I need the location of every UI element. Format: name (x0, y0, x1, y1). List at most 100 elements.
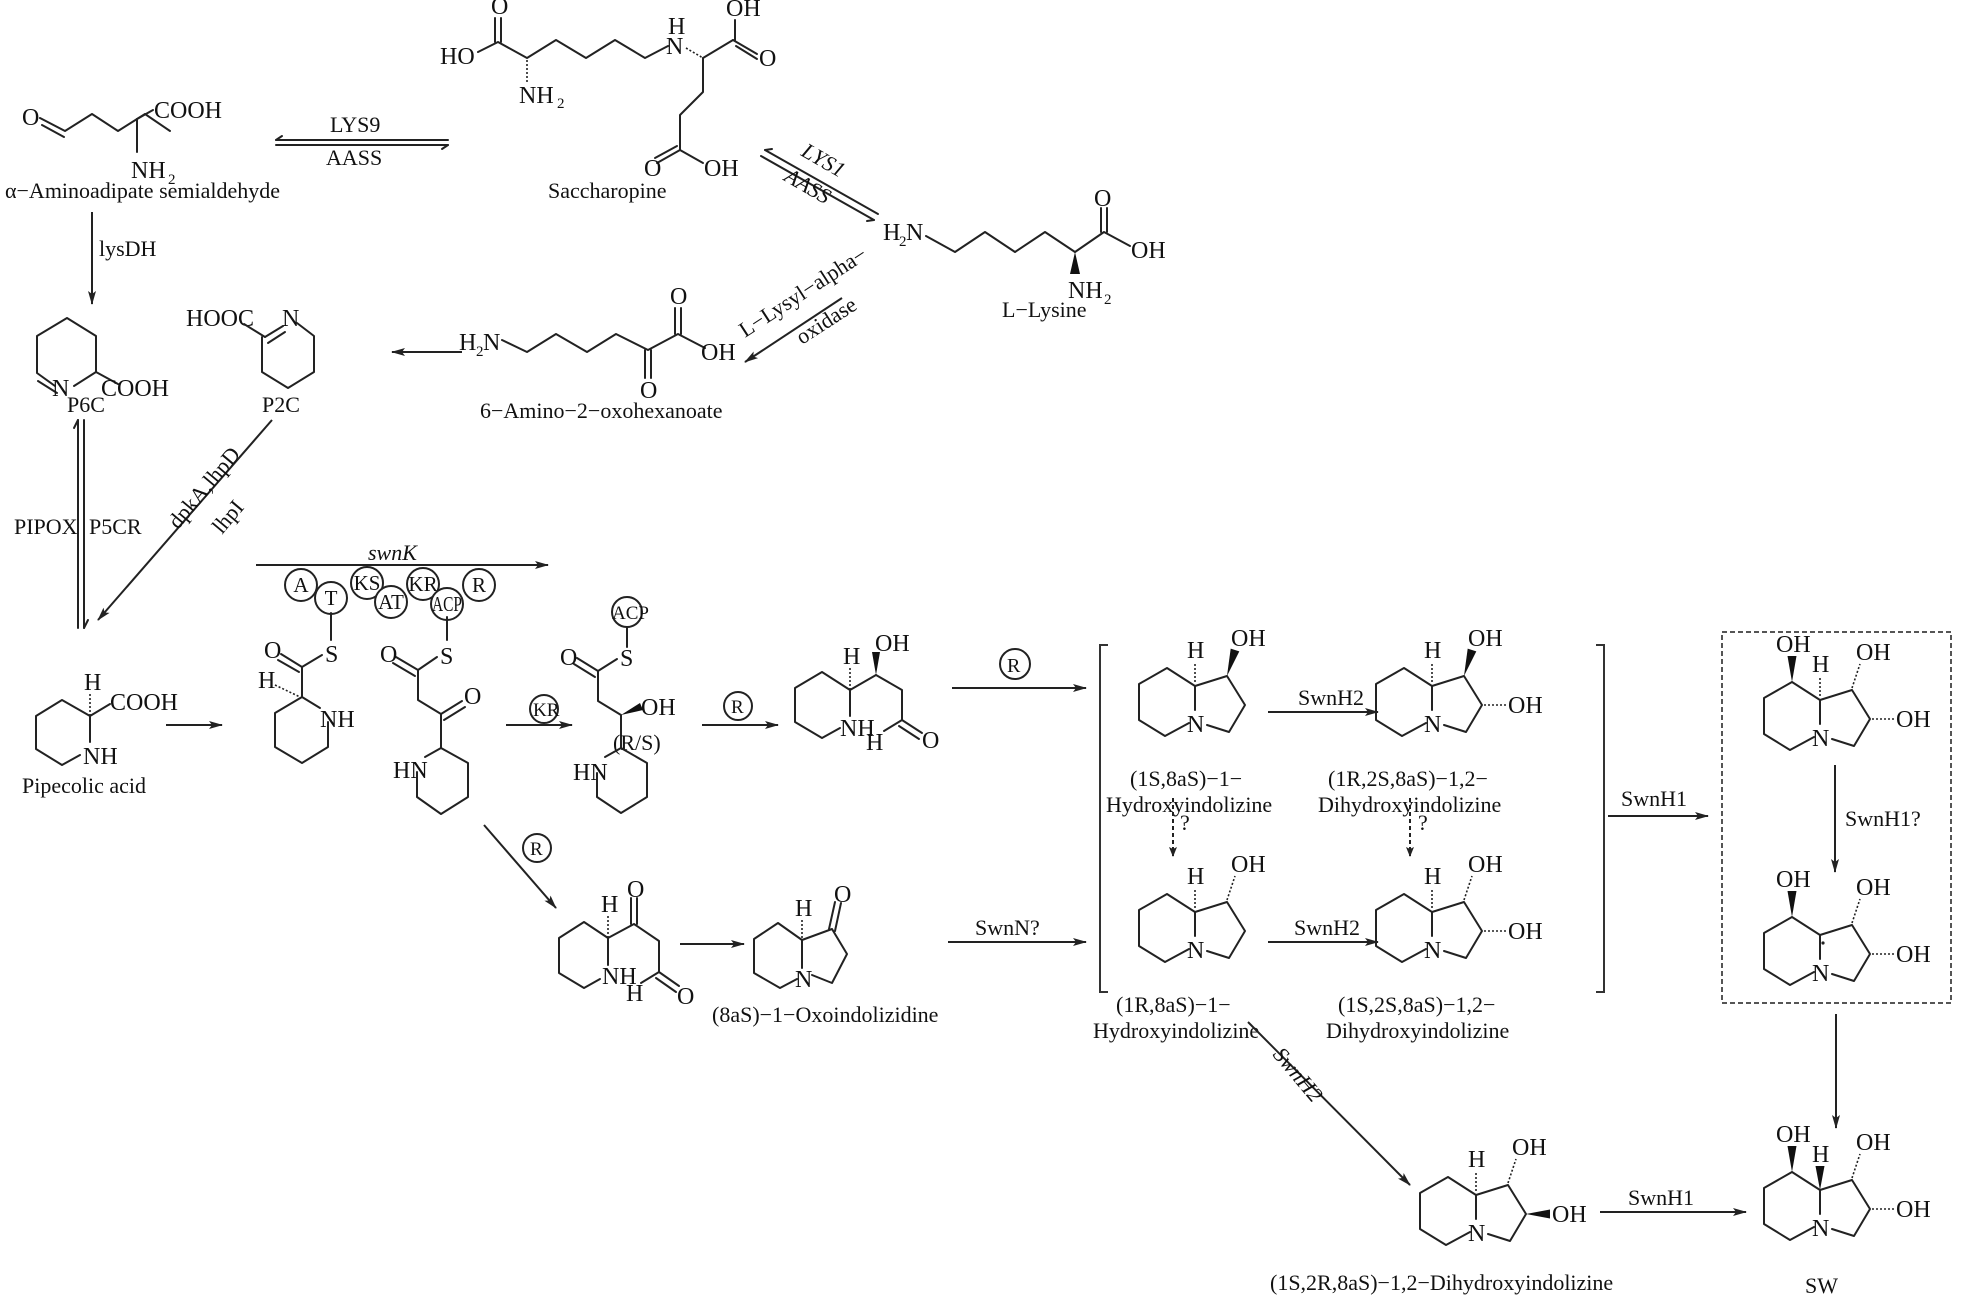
compound-label: Pipecolic acid (22, 773, 146, 798)
reaction-swnh2-diagonal: SwnH2 (1247, 1021, 1411, 1186)
atom-n: N (1424, 712, 1441, 738)
bracket-left (1099, 644, 1108, 993)
atom-oh: OH (1856, 875, 1891, 901)
swnk-domain-at: AT (374, 585, 408, 619)
compound-6-amino-2-oxohexanoate: H 2 N O O OH 6−Amino−2−oxohexanoate (459, 284, 736, 423)
reaction-swnh1-to-sw: SwnH1 (1600, 1185, 1747, 1216)
enzyme-label: lysDH (99, 236, 157, 261)
atom-ho: HO (440, 44, 475, 70)
atom-s: S (440, 644, 453, 670)
intermediate-ketothioester: S O O HN (380, 642, 481, 815)
atom-n: N (906, 220, 923, 246)
reaction-epimerization-2: ? (1406, 798, 1428, 857)
compound-label: α−Aminoadipate semialdehyde (5, 178, 280, 203)
atom-oh: OH (1896, 707, 1931, 733)
atom-oh: OH (1776, 867, 1811, 893)
enzyme-label: PIPOX (14, 514, 78, 539)
atom-h: H (1812, 652, 1829, 678)
atom-nh: NH (83, 744, 118, 770)
swnk-domain-a: A (284, 568, 318, 602)
atom-oh: OH (875, 631, 910, 657)
compound-label: Saccharopine (548, 178, 667, 203)
atom-n: N (1468, 1221, 1485, 1247)
atom-nh2: NH (1068, 278, 1103, 304)
atom-oh: OH (1856, 1130, 1891, 1156)
atom-o: O (834, 882, 851, 908)
compound-label: (8aS)−1−Oxoindolizidine (712, 1002, 938, 1027)
compound-label: (1S,2S,8aS)−1,2− (1338, 992, 1495, 1017)
atom-n: N (1424, 938, 1441, 964)
reaction-lysyl-oxidase: L−Lysyl−alpha− oxidase (734, 241, 871, 363)
enzyme-label: SwnH1 (1621, 786, 1687, 811)
compound-label: (1S,8aS)−1− (1130, 766, 1242, 791)
atom-n: N (666, 34, 683, 60)
atom-o: O (759, 46, 776, 72)
atom-h: H (601, 892, 618, 918)
atom-oh: OH (1131, 238, 1166, 264)
reaction-kr: KR (506, 694, 573, 729)
atom-n: N (483, 330, 500, 356)
reaction-swnh2-bottom: SwnH2 (1268, 915, 1379, 946)
atom-nh2: NH (519, 83, 554, 109)
bracket-right (1596, 644, 1605, 993)
atom-nh2: NH (131, 158, 166, 184)
compound-oxoindolizidine: H O N (8aS)−1−Oxoindolizidine (712, 882, 938, 1027)
atom-h: H (1812, 1142, 1829, 1168)
atom-h: H (1187, 864, 1204, 890)
atom-n: N (1187, 712, 1204, 738)
atom-o: O (1094, 186, 1111, 212)
atom-oh: OH (1552, 1202, 1587, 1228)
atom-o: O (380, 642, 397, 668)
domain-badge: R (530, 839, 543, 860)
swnk-domain-r: R (462, 568, 496, 602)
atom-sub: 2 (476, 344, 484, 360)
swnk-domain-acp: ACP (430, 587, 464, 621)
atom-oh: OH (1896, 1197, 1931, 1223)
atom-h: H (459, 330, 476, 356)
atom-h: H (1424, 638, 1441, 664)
compound-saccharopine: HO O NH 2 H N OH O O OH Saccharopine (440, 0, 776, 203)
atom-h: H (668, 14, 685, 40)
compound-label: (1S,2R,8aS)−1,2−Dihydroxyindolizine (1270, 1270, 1613, 1295)
atom-h: H (84, 670, 101, 696)
atom-h: H (795, 896, 812, 922)
atom-oh: OH (701, 340, 736, 366)
domain-badge: KR (533, 700, 560, 721)
atom-sub: 2 (899, 234, 907, 250)
reaction-swnn: SwnN? (948, 915, 1087, 946)
swnk-domain-ks: KS (350, 566, 384, 600)
compound-p6c: N COOH P6C (36, 317, 169, 417)
atom-oh: OH (641, 695, 676, 721)
atom-h: H (843, 644, 860, 670)
atom-hn: HN (573, 760, 608, 786)
dashed-box-hypothetical-intermediates (1721, 631, 1952, 1004)
compound-label: P2C (262, 392, 300, 417)
compound-aminoadipate-semialdehyde: O COOH NH 2 α−Aminoadipate semialdehyde (5, 98, 280, 203)
compound-pipecolic-acid: H COOH NH Pipecolic acid (22, 670, 178, 798)
reaction-swnh1-to-box: SwnH1 (1608, 786, 1709, 820)
compound-label: (1R,8aS)−1− (1116, 992, 1231, 1017)
enzyme-label: swnK (368, 540, 418, 565)
enzyme-label: SwnH2 (1268, 1042, 1328, 1107)
reaction-r-2: R (952, 648, 1087, 692)
atom-n: N (282, 306, 299, 332)
atom-h: H (1468, 1147, 1485, 1173)
atom-h: H (626, 981, 643, 1007)
reaction-lys9-aass: LYS9 AASS (275, 112, 449, 170)
atom-oh: OH (1856, 640, 1891, 666)
swnk-domain-label: ACP (432, 592, 462, 616)
enzyme-label: SwnH1 (1628, 1185, 1694, 1210)
compound-label: Dihydroxyindolizine (1326, 1018, 1509, 1043)
enzyme-label: SwnH2 (1294, 915, 1360, 940)
enzyme-label: AASS (326, 145, 382, 170)
compound-label: Hydroxyindolizine (1106, 792, 1272, 817)
atom-s: S (325, 642, 338, 668)
swnk-domain-kr: KR (406, 567, 440, 601)
